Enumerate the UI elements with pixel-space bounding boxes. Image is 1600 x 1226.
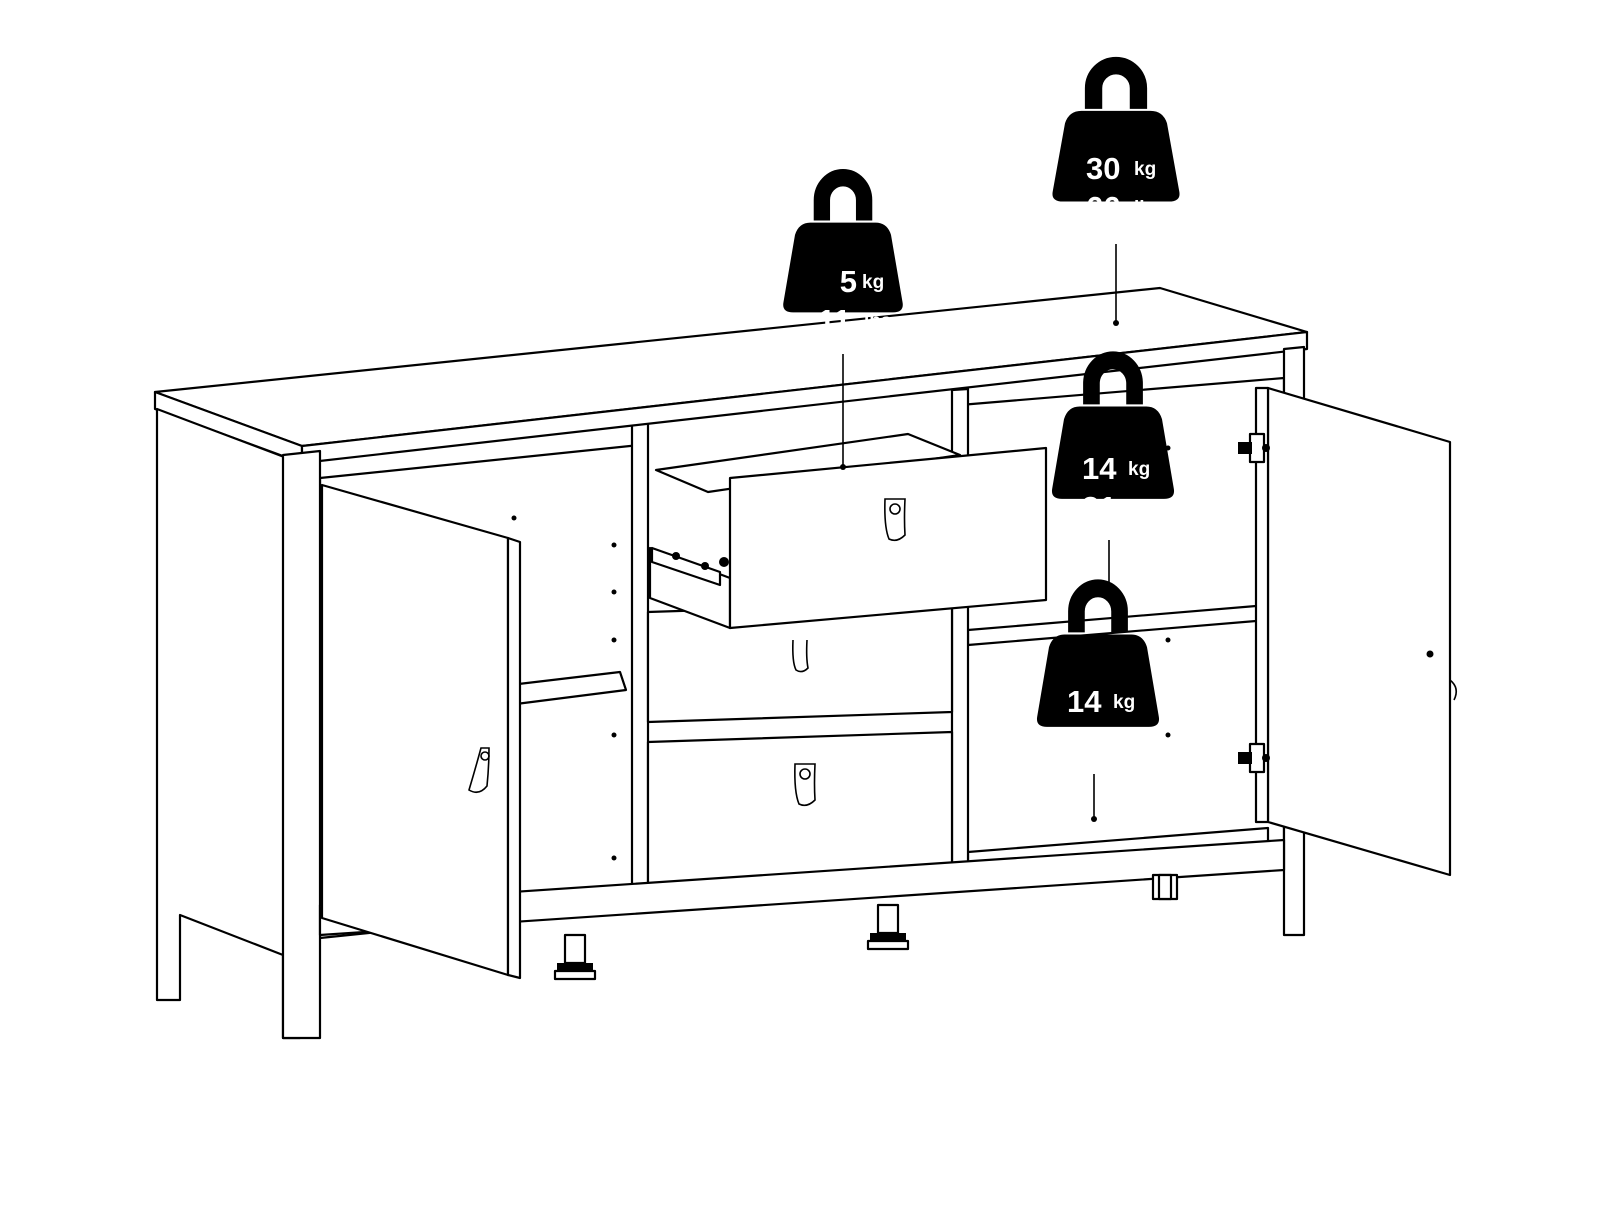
bottom-rail (318, 838, 1286, 937)
load-point (840, 464, 846, 470)
weight-kg-unit: kg (1128, 459, 1150, 480)
left-side-panel (155, 407, 302, 1040)
weight-lbs-value: 66 (1086, 190, 1120, 225)
hinge-icon (1238, 742, 1270, 774)
adjustable-foot-icon (553, 933, 597, 981)
weight-shelf-upper: 14 kg 31 lbs (1052, 360, 1174, 596)
hinge-icon (1238, 432, 1270, 464)
adjustable-foot-icon (866, 903, 910, 951)
weight-lbs-unit: lbs (864, 311, 891, 332)
weight-kg-unit: kg (1113, 692, 1135, 713)
left-door[interactable] (320, 483, 522, 980)
load-point (1091, 816, 1097, 822)
weight-lbs-value: 11 (818, 303, 851, 338)
weight-kg-value: 30 (1086, 151, 1120, 186)
weight-kg-unit: kg (862, 272, 884, 293)
runner-screws (672, 552, 729, 570)
weight-top: 30 kg 66 lbs (1052, 66, 1179, 326)
drawer-handle-icon (884, 498, 906, 542)
right-door[interactable] (1238, 386, 1458, 877)
left-divider (630, 417, 650, 895)
weight-kg-value: 5 (840, 264, 857, 299)
drawer-handle-icon (794, 763, 816, 807)
door-hole (1426, 650, 1434, 658)
weight-kg-value: 14 (1067, 684, 1102, 719)
load-point (1113, 320, 1119, 326)
weight-lbs-value: 31 (1082, 490, 1116, 525)
weight-lbs-value: 31 (1067, 722, 1101, 757)
weight-lbs-unit: lbs (1130, 498, 1157, 519)
door-handle-icon (468, 747, 490, 794)
weight-kg-value: 14 (1082, 451, 1117, 486)
drawer-runner (650, 546, 722, 587)
sideboard (153, 286, 1458, 1040)
weight-lbs-unit: lbs (1134, 198, 1161, 219)
weight-lbs-unit: lbs (1115, 730, 1142, 751)
weight-shelf-lower: 14 kg 31 lbs (1037, 588, 1159, 822)
left-front-post (281, 449, 322, 1040)
door-handle-icon (1449, 679, 1458, 701)
weight-kg-unit: kg (1134, 159, 1156, 180)
drawer-handle-icon (792, 639, 809, 673)
adjustable-foot-icon (1151, 873, 1179, 901)
weight-drawer: 5 kg 11 lbs (783, 178, 903, 470)
open-top-drawer[interactable] (648, 432, 1048, 630)
